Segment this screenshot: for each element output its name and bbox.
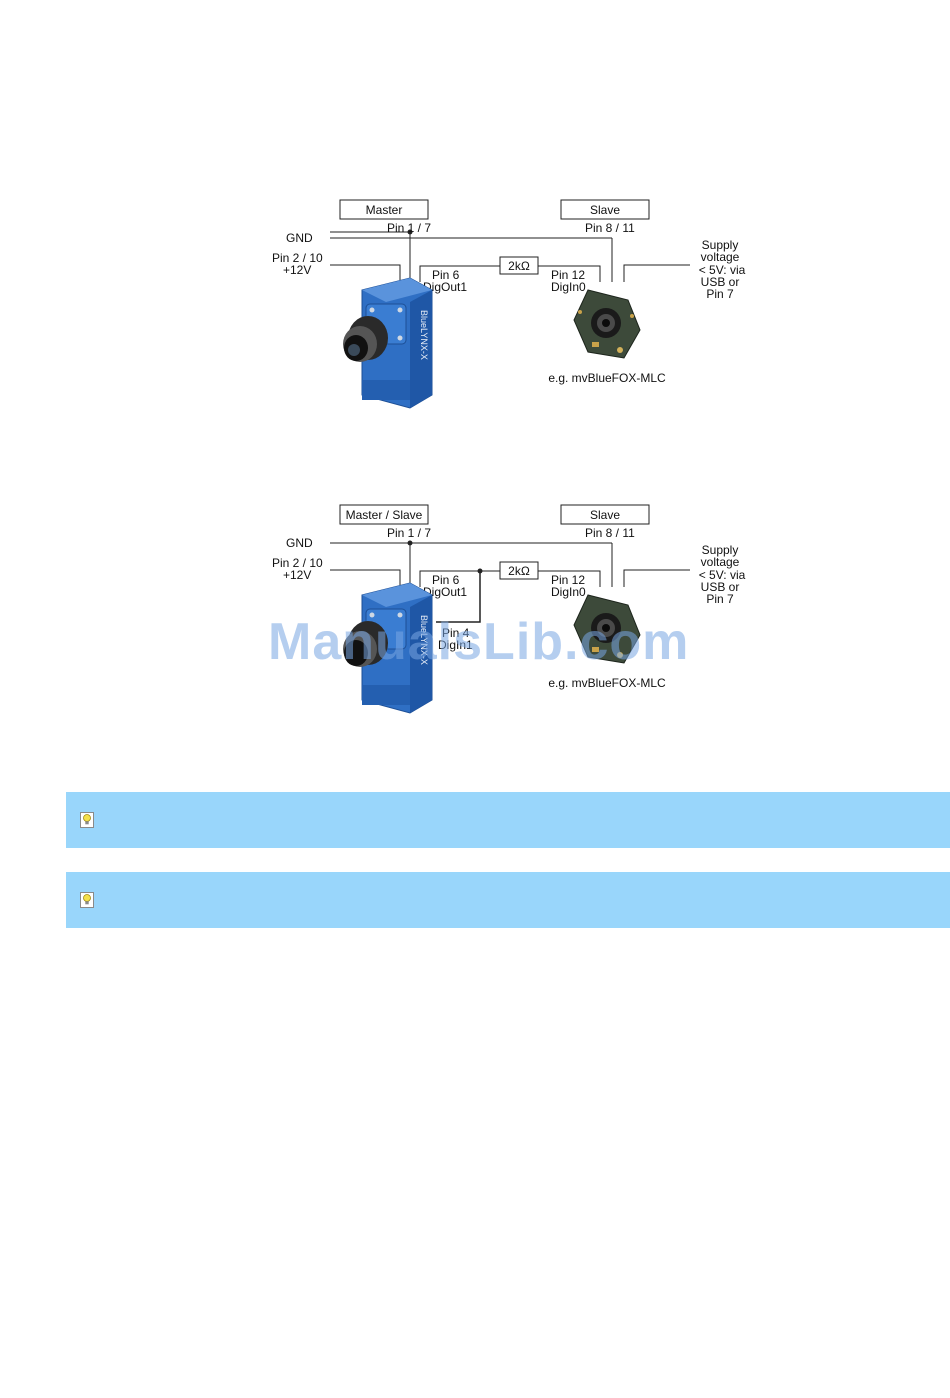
wiring-diagram-master-slave: Master Slave GND Pin 1 / 7 Pin 8 / 11 Pi… [0,190,950,450]
digout-wire [419,265,500,282]
power-wire [330,264,401,282]
slave-label-box [560,504,650,525]
bluelynx-camera-image: BlueLYNX-X [343,277,433,409]
supply-1: Supply [702,238,739,252]
pin-power-2: +12V [283,568,311,582]
pin-out-1: Pin 6 [432,573,460,587]
pin-in-1: Pin 12 [551,268,585,282]
digin-wire [538,570,601,587]
pin-slave-gnd: Pin 8 / 11 [585,526,635,540]
pin-out-2: DigOut1 [423,280,467,294]
lightbulb-icon [80,812,94,828]
pin-power-1: Pin 2 / 10 [272,251,323,265]
supply-5: Pin 7 [706,592,734,606]
watermark-text: ManualsLib.com [268,613,690,671]
camera-brand: BlueLYNX-X [419,310,429,360]
pin-extra-2: DigIn1 [438,638,473,652]
slave-label: Slave [590,203,620,217]
master-label: Master [366,203,403,217]
supply-3: < 5V: via [699,263,746,277]
supply-1: Supply [702,543,739,557]
digout-wire [419,570,500,587]
gnd-label: GND [286,536,313,550]
pin-out-1: Pin 6 [432,268,460,282]
pin-slave-gnd: Pin 8 / 11 [585,221,635,235]
note-icon-cell [66,792,109,848]
supply-4: USB or [701,580,740,594]
pin-master-gnd: Pin 1 / 7 [387,526,431,540]
master-slave-label: Master / Slave [346,508,423,522]
pin-extra-1: Pin 4 [442,626,470,640]
supply-2: voltage [701,250,740,264]
pin-power-1: Pin 2 / 10 [272,556,323,570]
camera-brand: BlueLYNX-X [419,615,429,665]
bluelynx-camera-image: BlueLYNX-X [343,582,433,714]
pin-power-2: +12V [283,263,311,277]
pin-in-2: DigIn0 [551,280,586,294]
pin-in-1: Pin 12 [551,573,585,587]
supply-4: USB or [701,275,740,289]
mvbluefox-board-image [573,289,641,359]
note-box [66,792,950,848]
diagram-1-svg: Master Slave GND Pin 1 / 7 Pin 8 / 11 Pi… [272,199,746,409]
supply-3: < 5V: via [699,568,746,582]
master-slave-label-box [339,504,429,525]
diagram-2-svg: Master / Slave Slave GND Pin 1 / 7 Pin 8… [272,504,746,714]
digin-wire [538,265,601,282]
pin-out-2: DigOut1 [423,585,467,599]
loopback-wire [436,571,481,623]
camera-caption: e.g. mvBlueFOX-MLC [548,371,666,385]
supply-wire [623,264,690,282]
power-wire [330,569,401,587]
pin-in-2: DigIn0 [551,585,586,599]
camera-caption: e.g. mvBlueFOX-MLC [548,676,666,690]
supply-5: Pin 7 [706,287,734,301]
supply-2: voltage [701,555,740,569]
resistor-label: 2kΩ [508,259,530,273]
pin-master-gnd: Pin 1 / 7 [387,221,431,235]
resistor-label: 2kΩ [508,564,530,578]
lightbulb-icon [80,892,94,908]
master-label-box [339,199,429,220]
mvbluefox-board-image [573,594,641,664]
wiring-diagram-master-slave-loopback: Master / Slave Slave GND Pin 1 / 7 Pin 8… [0,495,950,755]
note-icon-cell [66,872,109,928]
gnd-label: GND [286,231,313,245]
supply-wire [623,569,690,587]
slave-label: Slave [590,508,620,522]
slave-label-box [560,199,650,220]
note-box [66,872,950,928]
